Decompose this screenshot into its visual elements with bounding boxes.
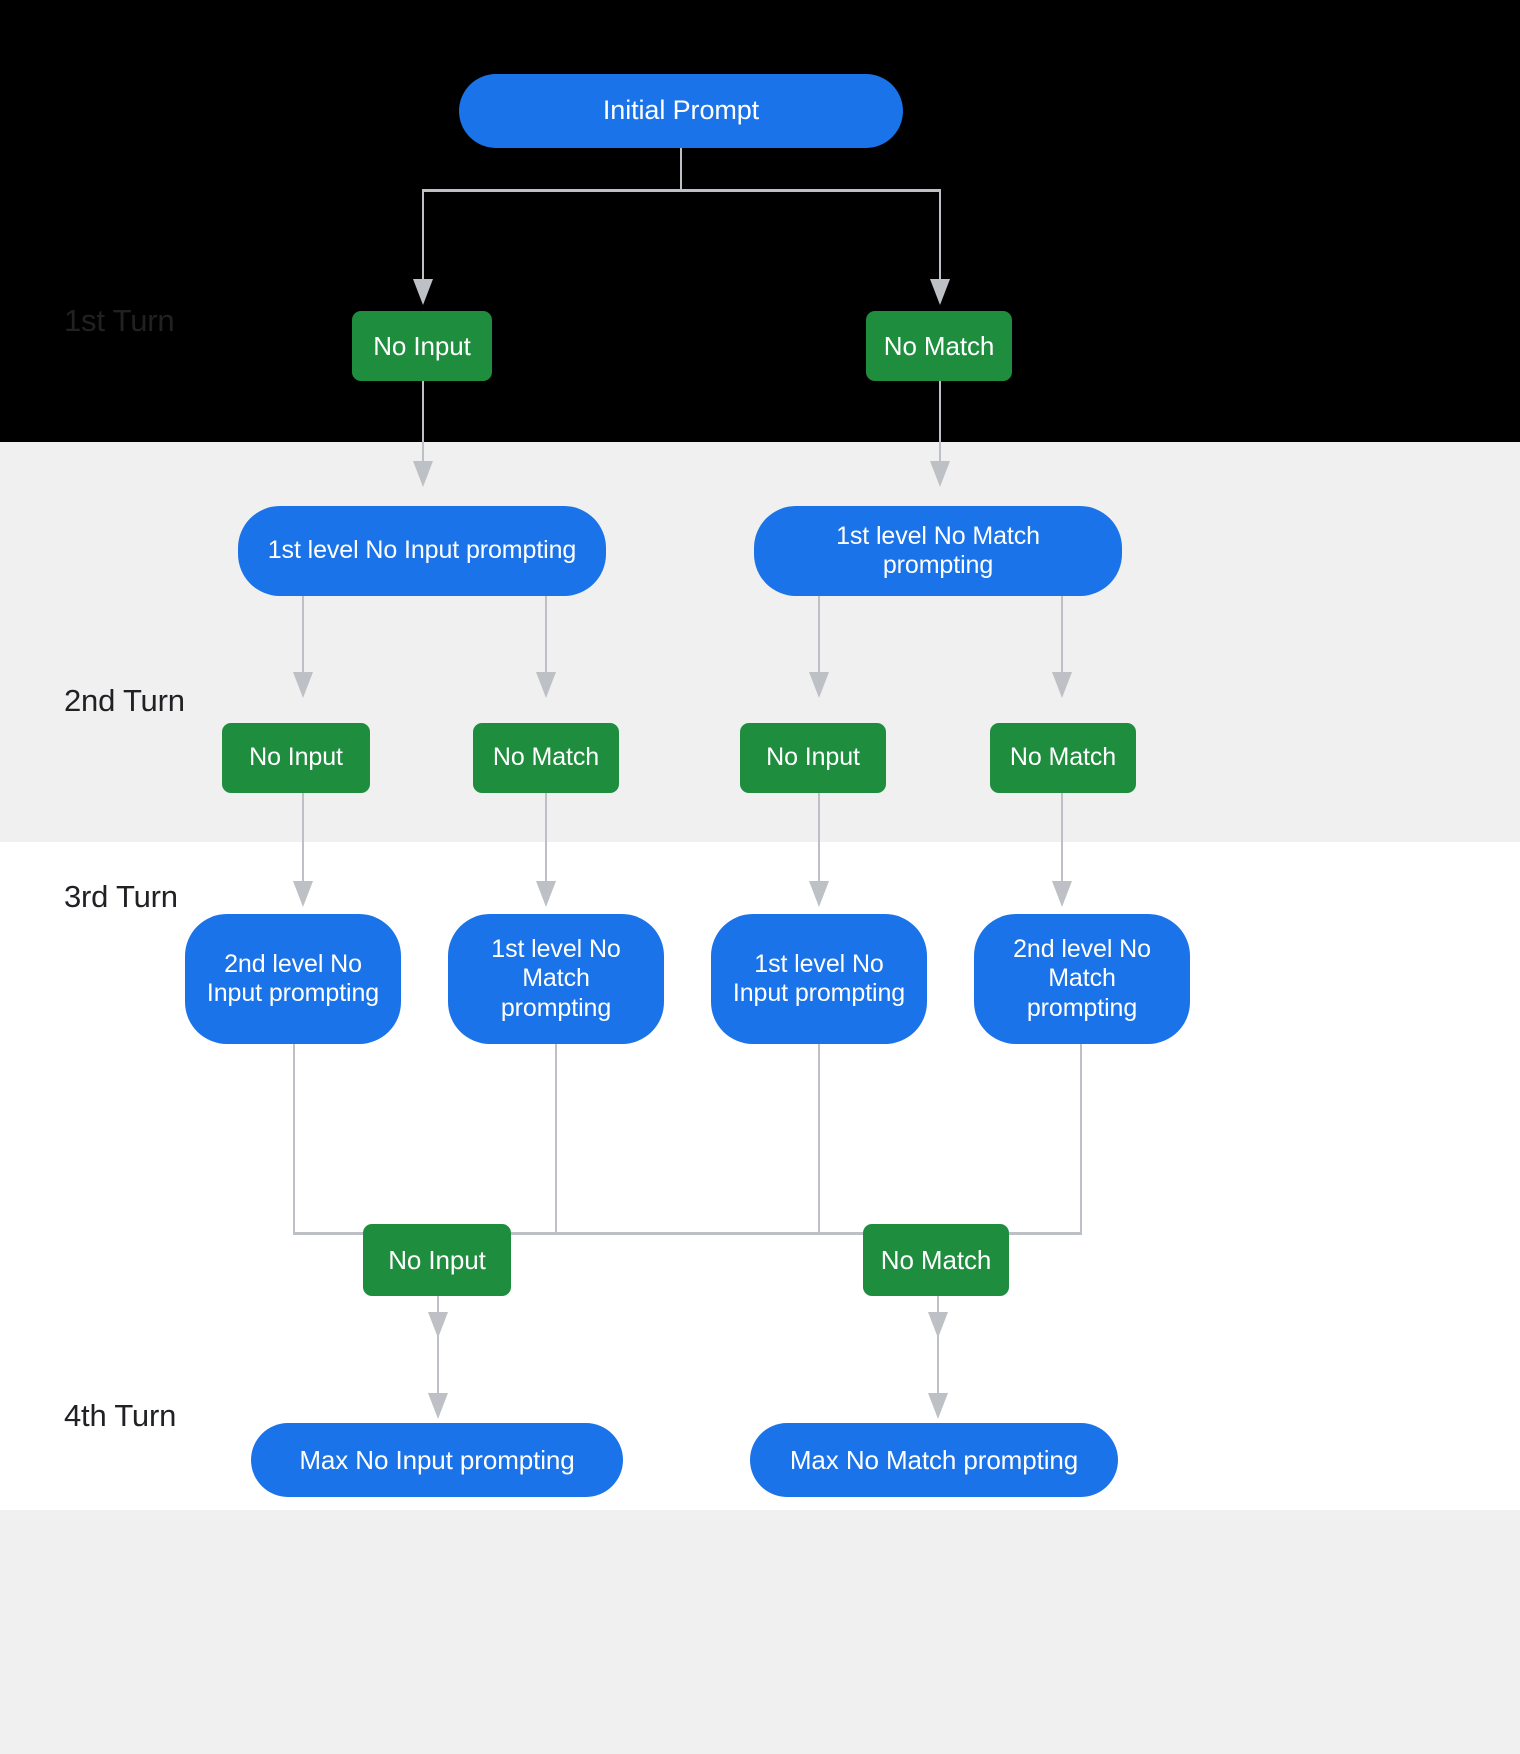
arrow-t2-nm-b-down [1052,881,1072,907]
node-2nd-level-no-input-prompting[interactable]: 2nd level No Input prompting [185,914,401,1044]
band-1st-turn [0,0,1520,442]
connector-t1-nomatch-down [939,381,941,463]
band-4th-turn [0,1510,1520,1754]
arrow-t2-ni-a-down [293,881,313,907]
node-1st-level-no-match-prompting-b[interactable]: 1st level No Match prompting [448,914,664,1044]
node-turn1-no-match[interactable]: No Match [866,311,1012,381]
connector-initial-split-bar [422,189,940,192]
arrow-p1ni-to-nomatch [536,672,556,698]
connector-initial-to-no-match [939,189,941,281]
connector-t1-noinput-down [422,381,424,463]
arrow-t3-noinput-to-max [428,1393,448,1419]
node-1st-level-no-input-prompting[interactable]: 1st level No Input prompting [238,506,606,596]
connector-p3b-to-merge [555,1044,557,1234]
node-turn2-no-input-b[interactable]: No Input [740,723,886,793]
connector-p3a-to-merge [293,1044,295,1234]
connector-p1nm-to-noinput [818,596,820,674]
node-turn3-no-match[interactable]: No Match [863,1224,1009,1296]
arrow-initial-to-no-match [930,279,950,305]
turn-label-2nd: 2nd Turn [64,683,185,718]
node-turn3-no-input[interactable]: No Input [363,1224,511,1296]
connector-merge-bar [293,1232,1082,1235]
arrow-initial-to-no-input [413,279,433,305]
node-turn2-no-input-a[interactable]: No Input [222,723,370,793]
node-max-no-match-prompting[interactable]: Max No Match prompting [750,1423,1118,1497]
connector-p1nm-to-nomatch [1061,596,1063,674]
connector-p1ni-to-nomatch [545,596,547,674]
arrow-t2-nm-a-down [536,881,556,907]
node-turn2-no-match-a[interactable]: No Match [473,723,619,793]
connector-t2-nm-b-down [1061,793,1063,883]
connector-t2-ni-b-down [818,793,820,883]
node-turn2-no-match-b[interactable]: No Match [990,723,1136,793]
connector-initial-to-no-input [422,189,424,281]
connector-p1ni-to-noinput [302,596,304,674]
arrow-p1nm-to-nomatch [1052,672,1072,698]
connector-p3d-to-merge [1080,1044,1082,1234]
connector-initial-down [680,147,682,191]
turn-label-4th: 4th Turn [64,1398,177,1433]
node-initial-prompt[interactable]: Initial Prompt [459,74,903,148]
node-1st-level-no-match-prompting[interactable]: 1st level No Match prompting [754,506,1122,596]
arrow-t3-nomatch-to-max [928,1393,948,1419]
node-2nd-level-no-match-prompting[interactable]: 2nd level No Match prompting [974,914,1190,1044]
arrow-t2-ni-b-down [809,881,829,907]
connector-t3-nomatch-down [937,1295,939,1395]
node-max-no-input-prompting[interactable]: Max No Input prompting [251,1423,623,1497]
turn-label-1st: 1st Turn [64,303,175,338]
connector-t2-nm-a-down [545,793,547,883]
arrow-p1nm-to-noinput [809,672,829,698]
node-turn1-no-input[interactable]: No Input [352,311,492,381]
node-1st-level-no-input-prompting-b[interactable]: 1st level No Input prompting [711,914,927,1044]
arrow-t1-nomatch-to-prompt [930,461,950,487]
connector-t3-noinput-down [437,1295,439,1395]
arrow-t1-noinput-to-prompt [413,461,433,487]
connector-p3c-to-merge [818,1044,820,1234]
turn-label-3rd: 3rd Turn [64,879,178,914]
arrow-p1ni-to-noinput [293,672,313,698]
connector-t2-ni-a-down [302,793,304,883]
